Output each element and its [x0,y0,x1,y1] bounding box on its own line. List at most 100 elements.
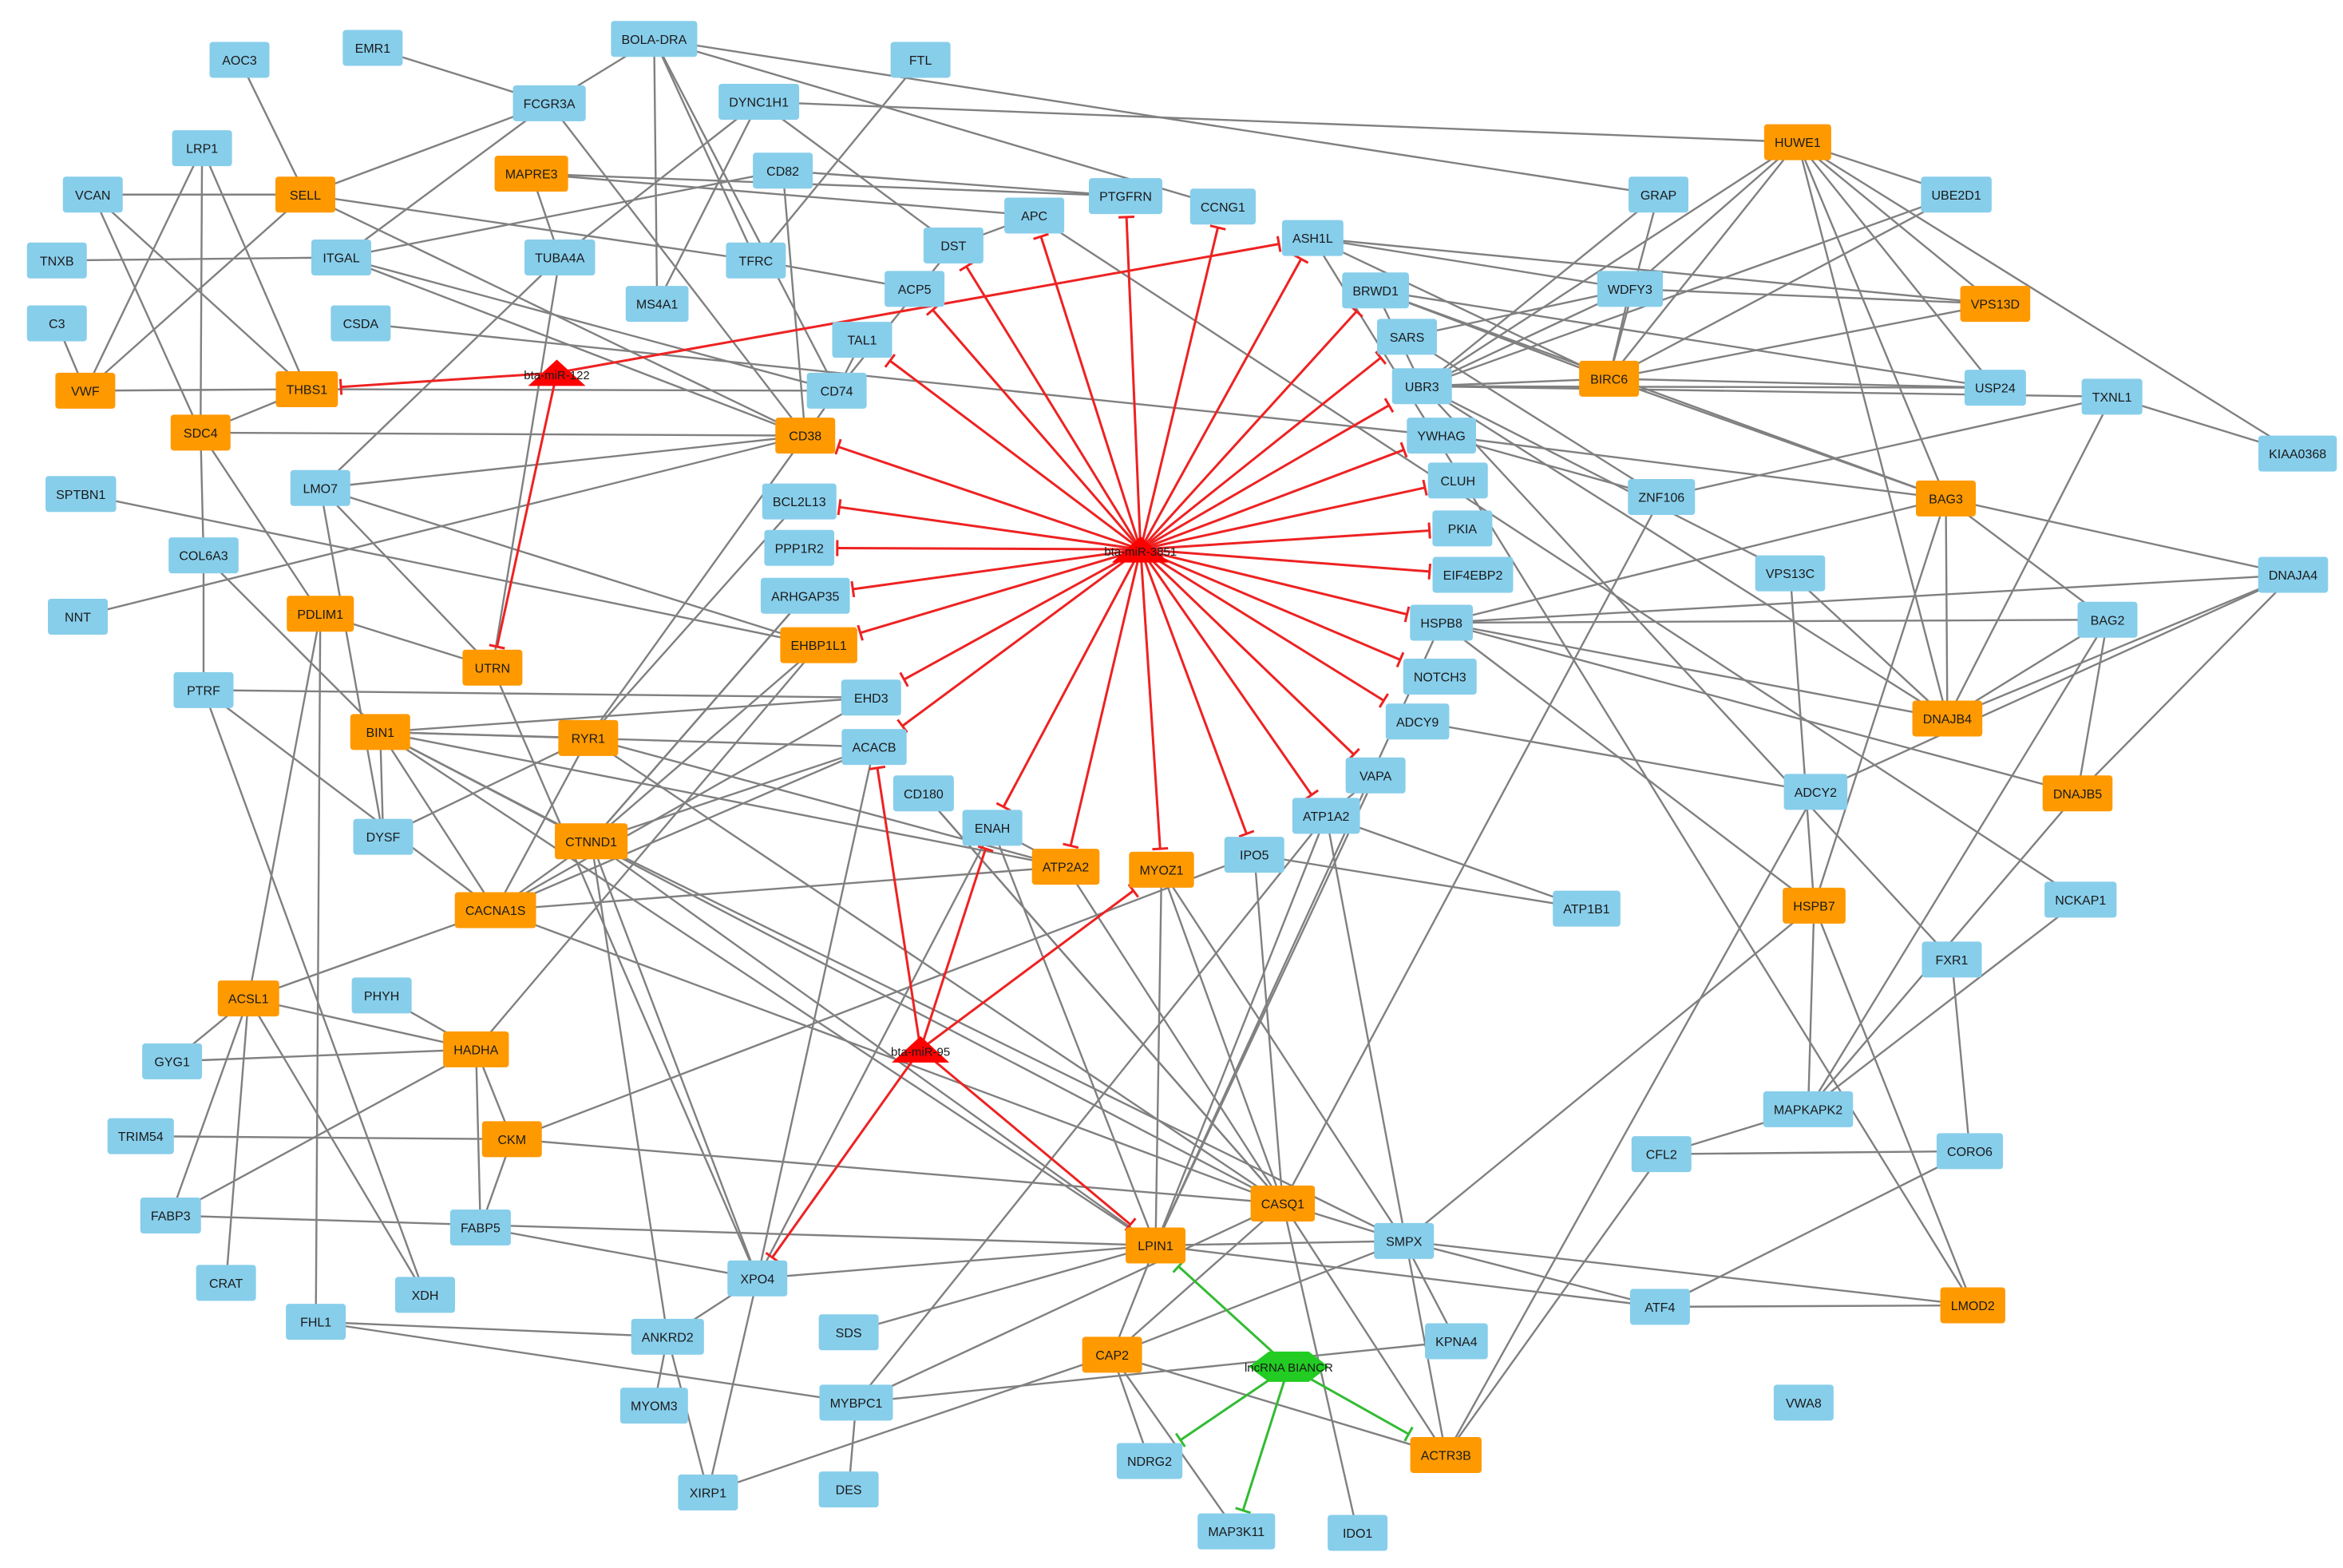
node-cfl2[interactable]: CFL2 [1631,1136,1692,1173]
node-eif4ebp2[interactable]: EIF4EBP2 [1432,556,1514,593]
node-csda[interactable]: CSDA [330,305,391,342]
node-pdlim1[interactable]: PDLIM1 [287,596,354,632]
node-bin1[interactable]: BIN1 [350,714,410,750]
node-ywhag[interactable]: YWHAG [1407,418,1476,454]
node-adcy2[interactable]: ADCY2 [1783,774,1848,810]
node-bag2[interactable]: BAG2 [2077,601,2138,638]
node-brwd1[interactable]: BRWD1 [1342,272,1409,309]
node-xpo4[interactable]: XPO4 [727,1260,788,1297]
node-des[interactable]: DES [818,1471,879,1508]
node-myoz1[interactable]: MYOZ1 [1129,851,1194,888]
node-ehbp1l1[interactable]: EHBP1L1 [780,627,857,663]
node-arhgap35[interactable]: ARHGAP35 [760,577,850,614]
node-utrn[interactable]: UTRN [462,649,523,686]
node-smpx[interactable]: SMPX [1374,1222,1435,1259]
node-xirp1[interactable]: XIRP1 [678,1474,738,1511]
node-tfrc[interactable]: TFRC [726,242,786,279]
node-c3[interactable]: C3 [26,305,87,342]
node-ubr3[interactable]: UBR3 [1391,368,1452,405]
node-adcy9[interactable]: ADCY9 [1385,703,1450,740]
node-myom3[interactable]: MYOM3 [619,1388,688,1424]
node-fabp3[interactable]: FABP3 [140,1198,201,1233]
node-ido1[interactable]: IDO1 [1328,1515,1388,1551]
node-ms4a1[interactable]: MS4A1 [625,286,689,323]
node-ctnnd1[interactable]: CTNND1 [555,823,628,860]
node-bcl2l13[interactable]: BCL2L13 [762,483,837,520]
node-mir95[interactable]: bta-miR-95 [891,1035,950,1063]
node-ckm[interactable]: CKM [481,1121,542,1158]
node-tal1[interactable]: TAL1 [832,322,892,358]
node-dnaja4[interactable]: DNAJA4 [2258,556,2329,593]
node-ftl[interactable]: FTL [890,42,951,78]
node-fhl1[interactable]: FHL1 [286,1304,346,1340]
node-cd38[interactable]: CD38 [775,418,836,454]
node-lmo7[interactable]: LMO7 [290,469,350,506]
node-sars[interactable]: SARS [1377,319,1437,355]
node-birc6[interactable]: BIRC6 [1579,360,1640,397]
node-cd180[interactable]: CD180 [892,775,954,812]
node-sell[interactable]: SELL [275,176,335,213]
node-ndrg2[interactable]: NDRG2 [1116,1443,1183,1479]
node-lpin1[interactable]: LPIN1 [1126,1227,1185,1264]
node-casq1[interactable]: CASQ1 [1250,1186,1316,1222]
node-dync1h1[interactable]: DYNC1H1 [718,84,800,120]
node-tnxb[interactable]: TNXB [26,242,87,279]
node-pkia[interactable]: PKIA [1432,510,1493,547]
node-dst[interactable]: DST [923,228,984,263]
node-trim54[interactable]: TRIM54 [107,1118,174,1154]
node-vwa8[interactable]: VWA8 [1773,1384,1834,1421]
node-vapa[interactable]: VAPA [1345,757,1406,794]
node-nckap1[interactable]: NCKAP1 [2044,881,2117,918]
node-atp1b1[interactable]: ATP1B1 [1553,890,1621,927]
node-ryr1[interactable]: RYR1 [558,719,619,756]
node-vcan[interactable]: VCAN [62,176,123,213]
node-phyh[interactable]: PHYH [351,977,412,1014]
node-cd74[interactable]: CD74 [806,372,867,409]
node-mapkapk2[interactable]: MAPKAPK2 [1763,1091,1854,1127]
node-acacb[interactable]: ACACB [841,729,907,766]
node-dnajb5[interactable]: DNAJB5 [2042,775,2113,812]
node-mir122[interactable]: bta-miR-122 [524,359,590,386]
node-fabp5[interactable]: FABP5 [449,1210,511,1245]
node-fxr1[interactable]: FXR1 [1921,941,1982,978]
node-aoc3[interactable]: AOC3 [209,42,270,78]
node-ash1l[interactable]: ASH1L [1281,220,1344,256]
node-coro6[interactable]: CORO6 [1936,1133,2004,1170]
node-acsl1[interactable]: ACSL1 [217,980,279,1017]
node-ppp1r2[interactable]: PPP1R2 [764,529,835,566]
node-nnt[interactable]: NNT [48,599,108,635]
node-atf4[interactable]: ATF4 [1629,1289,1690,1325]
node-usp24[interactable]: USP24 [1964,370,2026,406]
node-dnajb4[interactable]: DNAJB4 [1912,700,1983,737]
node-znf106[interactable]: ZNF106 [1628,479,1696,515]
node-sptbn1[interactable]: SPTBN1 [46,476,117,513]
node-lnc[interactable]: lncRNA BIANCR [1245,1351,1333,1382]
node-xdh[interactable]: XDH [395,1277,455,1313]
node-acp5[interactable]: ACP5 [885,271,945,307]
node-cluh[interactable]: CLUH [1427,462,1488,499]
node-notch3[interactable]: NOTCH3 [1403,659,1477,695]
node-wdfy3[interactable]: WDFY3 [1597,271,1663,307]
node-cap2[interactable]: CAP2 [1082,1336,1142,1373]
node-map3k11[interactable]: MAP3K11 [1197,1513,1276,1550]
node-dysf[interactable]: DYSF [353,818,414,855]
node-actr3b[interactable]: ACTR3B [1410,1437,1482,1473]
node-kpna4[interactable]: KPNA4 [1425,1323,1488,1360]
node-col6a3[interactable]: COL6A3 [168,537,239,574]
node-mapre3[interactable]: MAPRE3 [494,156,568,192]
node-lrp1[interactable]: LRP1 [172,130,232,167]
node-ipo5[interactable]: IPO5 [1224,837,1284,873]
node-sdc4[interactable]: SDC4 [170,414,231,451]
node-ptgfrn[interactable]: PTGFRN [1088,178,1163,215]
node-cd82[interactable]: CD82 [753,152,813,189]
node-bag3[interactable]: BAG3 [1916,480,1976,517]
node-mir3851[interactable]: bta-miR-3851 [1104,536,1177,563]
node-enah[interactable]: ENAH [962,810,1023,846]
node-ube2d1[interactable]: UBE2D1 [1921,176,1992,213]
node-ankrd2[interactable]: ANKRD2 [631,1318,704,1355]
node-tuba4a[interactable]: TUBA4A [524,240,596,275]
node-hadha[interactable]: HADHA [443,1031,509,1067]
node-ccng1[interactable]: CCNG1 [1189,188,1257,225]
node-kiaa0368[interactable]: KIAA0368 [2258,435,2337,472]
node-grap[interactable]: GRAP [1629,176,1688,213]
